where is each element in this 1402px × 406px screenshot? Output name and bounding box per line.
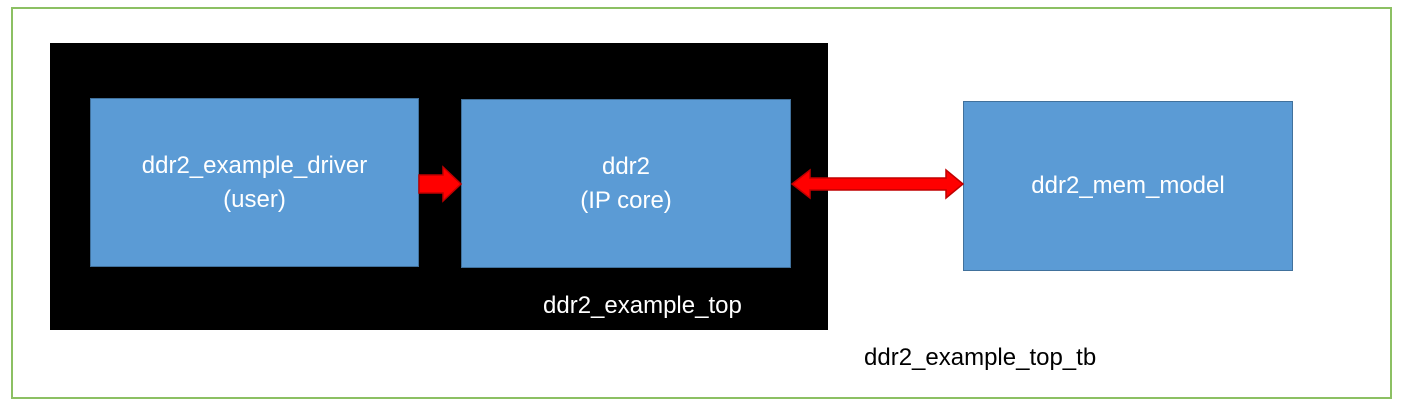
testbench-label: ddr2_example_top_tb <box>864 344 1097 371</box>
driver-block-role: (user) <box>223 185 286 213</box>
example-top-label: ddr2_example_top <box>543 292 742 319</box>
driver-block: ddr2_example_driver (user) <box>90 98 419 267</box>
mem-model-block: ddr2_mem_model <box>963 101 1293 271</box>
ip-core-block: ddr2 (IP core) <box>461 99 791 268</box>
driver-block-name: ddr2_example_driver <box>141 151 368 179</box>
ip-core-block-role: (IP core) <box>580 186 672 214</box>
testbench-frame <box>11 7 1392 399</box>
mem-model-block-name: ddr2_mem_model <box>1031 172 1225 199</box>
ip-core-block-name: ddr2 <box>601 152 651 180</box>
